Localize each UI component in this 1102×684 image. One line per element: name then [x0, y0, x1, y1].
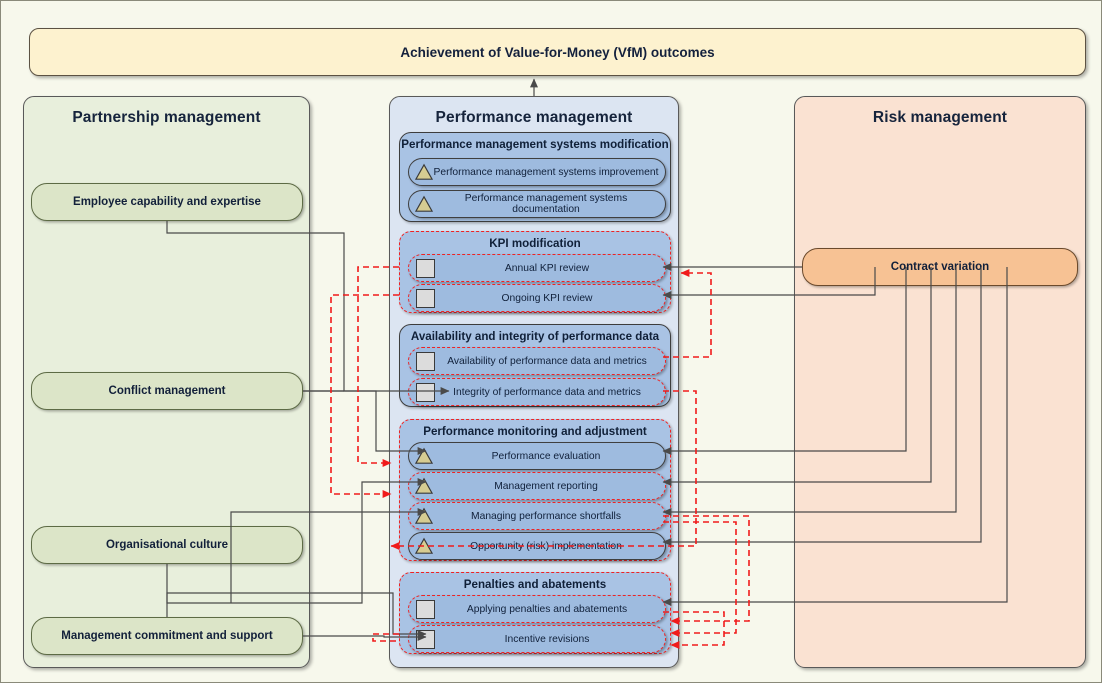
risk-item-contract-variation[interactable]: Contract variation [802, 248, 1078, 286]
partnership-item-employee-capability[interactable]: Employee capability and expertise [31, 183, 303, 221]
item-availability-of-performance-data[interactable]: Availability of performance data and met… [408, 347, 666, 375]
partnership-item-conflict-management[interactable]: Conflict management [31, 372, 303, 410]
partnership-item-label: Employee capability and expertise [73, 196, 261, 208]
item-label: Performance evaluation [491, 450, 601, 462]
item-label: Management reporting [494, 480, 598, 492]
partnership-item-label: Organisational culture [105, 539, 229, 551]
group-title: Penalties and abatements [463, 578, 607, 591]
checkbox-icon[interactable] [416, 288, 435, 308]
group-title: Performance management systems modificat… [401, 138, 669, 151]
checkbox-icon[interactable] [416, 382, 435, 402]
triangle-icon [415, 195, 433, 212]
checkbox-icon[interactable] [416, 258, 435, 278]
risk-item-label: Contract variation [890, 261, 990, 273]
item-label: Managing performance shortfalls [471, 510, 621, 522]
item-managing-performance-shortfalls[interactable]: Managing performance shortfalls [408, 502, 666, 530]
item-label: Performance management systems improveme… [433, 166, 659, 178]
item-label: Integrity of performance data and metric… [453, 386, 641, 398]
item-performance-systems-improvement[interactable]: Performance management systems improveme… [408, 158, 666, 186]
item-management-reporting[interactable]: Management reporting [408, 472, 666, 500]
triangle-icon [415, 163, 433, 180]
risk-panel-title: Risk management [872, 109, 1008, 126]
risk-management-panel: Risk management [794, 96, 1086, 668]
partnership-item-label: Management commitment and support [61, 630, 273, 642]
item-label: Performance management systems documenta… [464, 193, 628, 215]
group-performance-systems-modification: Performance management systems modificat… [399, 132, 671, 222]
item-label: Availability of performance data and met… [447, 355, 647, 367]
group-availability-integrity: Availability and integrity of performanc… [399, 324, 671, 407]
item-opportunity-risk-implementation[interactable]: Opportunity (risk) implementation [408, 532, 666, 560]
triangle-icon [415, 537, 433, 554]
item-integrity-of-performance-data[interactable]: Integrity of performance data and metric… [408, 378, 666, 406]
group-performance-monitoring-adjustment: Performance monitoring and adjustment Pe… [399, 419, 671, 561]
item-label: Ongoing KPI review [501, 292, 593, 304]
group-title: Availability and integrity of performanc… [410, 330, 660, 343]
group-kpi-modification: KPI modification Annual KPI review Ongoi… [399, 231, 671, 313]
partnership-item-label: Conflict management [108, 385, 226, 397]
item-incentive-revisions[interactable]: Incentive revisions [408, 625, 666, 653]
performance-panel-title: Performance management [435, 109, 633, 126]
triangle-icon [415, 447, 433, 464]
checkbox-icon[interactable] [416, 599, 435, 619]
triangle-icon [415, 507, 433, 524]
item-applying-penalties-and-abatements[interactable]: Applying penalties and abatements [408, 595, 666, 623]
item-performance-systems-documentation[interactable]: Performance management systems documenta… [408, 190, 666, 218]
item-performance-evaluation[interactable]: Performance evaluation [408, 442, 666, 470]
item-ongoing-kpi-review[interactable]: Ongoing KPI review [408, 284, 666, 312]
item-label: Annual KPI review [504, 262, 590, 274]
vfm-outcome-box[interactable]: Achievement of Value-for-Money (VfM) out… [29, 28, 1086, 76]
item-label: Applying penalties and abatements [466, 603, 628, 615]
item-label: Opportunity (risk) implementation [470, 540, 622, 552]
partnership-item-organisational-culture[interactable]: Organisational culture [31, 526, 303, 564]
group-penalties-abatements: Penalties and abatements Applying penalt… [399, 572, 671, 654]
partnership-panel-title: Partnership management [72, 109, 261, 126]
item-annual-kpi-review[interactable]: Annual KPI review [408, 254, 666, 282]
group-title: KPI modification [489, 237, 581, 250]
partnership-item-management-commitment[interactable]: Management commitment and support [31, 617, 303, 655]
group-title: Performance monitoring and adjustment [423, 425, 647, 438]
checkbox-icon[interactable] [416, 629, 435, 649]
vfm-outcome-label: Achievement of Value-for-Money (VfM) out… [400, 44, 715, 60]
triangle-icon [415, 477, 433, 494]
checkbox-icon[interactable] [416, 351, 435, 371]
item-label: Incentive revisions [504, 633, 590, 645]
